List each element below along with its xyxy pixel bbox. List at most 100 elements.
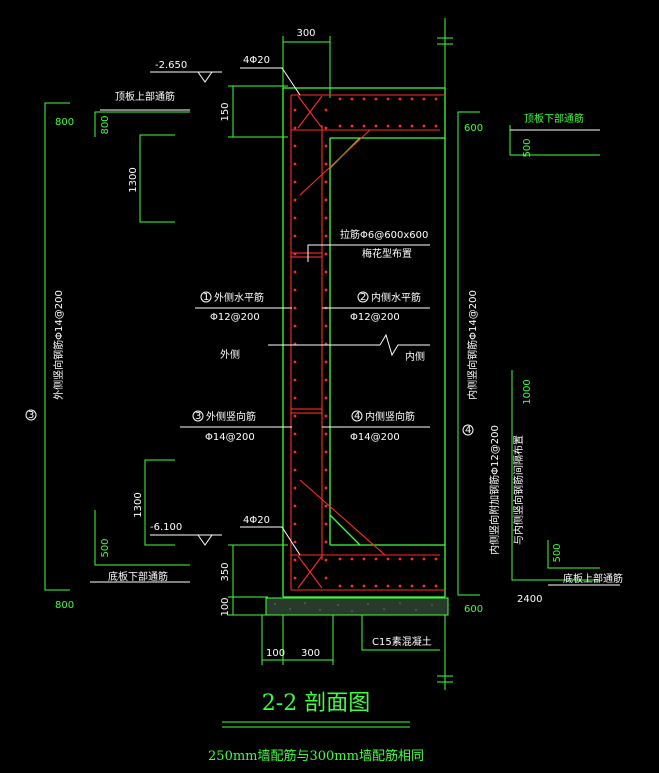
elevation-bottom: -6.100 [150, 522, 182, 533]
rebar-dot [386, 584, 390, 588]
break-line [268, 333, 430, 357]
dim-100-vertical: 100 [220, 597, 231, 616]
inner-side-label: 内侧 [405, 350, 425, 363]
rebar-dot [338, 97, 342, 101]
dim-800-left-top: 800 [55, 117, 74, 128]
rebar-dot [374, 557, 378, 561]
rebar-dot [410, 124, 414, 128]
rebar-dot [324, 432, 328, 436]
rebar-dot [362, 557, 366, 561]
rebar-dot [324, 216, 328, 220]
dim-1300-bottom: 1300 [133, 492, 144, 517]
rebar-dot [324, 270, 328, 274]
rebar-dot [362, 97, 366, 101]
rebar-dot [324, 414, 328, 418]
rebar-dot [293, 108, 297, 112]
tie-bar-line1: 拉筋Φ6@600x600 [340, 228, 428, 241]
rebar-dot [374, 97, 378, 101]
rebar-dot [293, 180, 297, 184]
rebar-dot [293, 324, 297, 328]
elevation-marker-bottom [197, 534, 213, 546]
rebar-dot [386, 557, 390, 561]
dim-150: 150 [220, 102, 231, 121]
rebar-dot [398, 97, 402, 101]
rebar-dot [293, 504, 297, 508]
tie-bar-line2: 梅花型布置 [362, 247, 412, 260]
right-vertical-callout: 内侧竖向钢筋Φ14@200 [466, 290, 479, 400]
rebar-dot [386, 97, 390, 101]
rebar-1-num: 1 [203, 292, 209, 303]
rebar-dot [324, 522, 328, 526]
rebar-dots [293, 97, 438, 588]
rebar-dot [324, 576, 328, 580]
rebar-dot [350, 124, 354, 128]
left-vertical-callout-num: 3 [28, 410, 34, 421]
rebar-dot [293, 360, 297, 364]
outer-side-label: 外侧 [220, 348, 240, 361]
rebar-2-num: 2 [360, 292, 366, 303]
dim-2400: 2400 [517, 594, 542, 605]
rebar-dot [422, 557, 426, 561]
rebar-dot [324, 126, 328, 130]
dim-1300-top: 1300 [128, 167, 139, 192]
rebar-dot [324, 360, 328, 364]
concrete-label: C15素混凝土 [372, 635, 432, 648]
rebar-dot [374, 584, 378, 588]
concrete-pad [265, 597, 449, 616]
top-bars-label: 4Φ20 [243, 55, 270, 66]
rebar-dot [434, 97, 438, 101]
rebar-dot [374, 124, 378, 128]
rebar-dot [324, 198, 328, 202]
rebar-4-label: 内侧竖向筋 [365, 410, 415, 423]
rebar-dot [293, 216, 297, 220]
right-vertical-callout-num: 4 [465, 425, 471, 436]
rebar-dot [293, 540, 297, 544]
label-top-slab-lower: 顶板下部通筋 [524, 112, 584, 125]
rebar-dot [324, 162, 328, 166]
rebar-dot [324, 540, 328, 544]
rebar-dot [434, 584, 438, 588]
rebar-3-num: 3 [195, 411, 201, 422]
rebar-dot [422, 124, 426, 128]
rebar-dot [293, 252, 297, 256]
rebar-dot [324, 468, 328, 472]
concrete-texture [274, 602, 433, 612]
rebar-dot [350, 97, 354, 101]
elevation-top: -2.650 [155, 60, 187, 71]
rebar-dot [324, 108, 328, 112]
rebar-3-value: Φ14@200 [205, 432, 255, 443]
rebar-dot [410, 97, 414, 101]
dim-800-left-bottom: 800 [55, 600, 74, 611]
rebar-2-value: Φ12@200 [350, 312, 400, 323]
rebar-dot [324, 450, 328, 454]
dim-350: 350 [220, 562, 231, 581]
drawing-title: 2-2 剖面图 [262, 691, 370, 716]
label-top-slab-upper: 顶板上部通筋 [115, 90, 175, 103]
rebar-dot [293, 270, 297, 274]
rebar-dot [434, 124, 438, 128]
rebar-1-value: Φ12@200 [210, 312, 260, 323]
rebar-dot [293, 306, 297, 310]
rebar-dot [324, 324, 328, 328]
leader-lines [90, 67, 620, 586]
rebar-4-value: Φ14@200 [350, 432, 400, 443]
rebar-dot [362, 124, 366, 128]
rebar-dot [386, 124, 390, 128]
rebar-dot [338, 124, 342, 128]
rebar-dot [362, 584, 366, 588]
dim-500-right-top: 500 [522, 138, 533, 157]
rebar-dot [324, 144, 328, 148]
rebar-1-label: 外侧水平筋 [214, 291, 264, 304]
wall-outline [282, 87, 446, 598]
left-vertical-callout: 外侧竖向钢筋Φ14@200 [52, 290, 65, 400]
rebar-dot [293, 198, 297, 202]
rebar-dot [324, 234, 328, 238]
rebar-4-num: 4 [354, 411, 360, 422]
rebar-2-label: 内侧水平筋 [371, 291, 421, 304]
rebar-dot [293, 234, 297, 238]
rebar-dot [293, 576, 297, 580]
rebar-dot [324, 252, 328, 256]
dim-100-horizontal: 100 [266, 648, 285, 659]
dim-top-width: 300 [296, 28, 315, 39]
dim-1000: 1000 [522, 379, 533, 404]
